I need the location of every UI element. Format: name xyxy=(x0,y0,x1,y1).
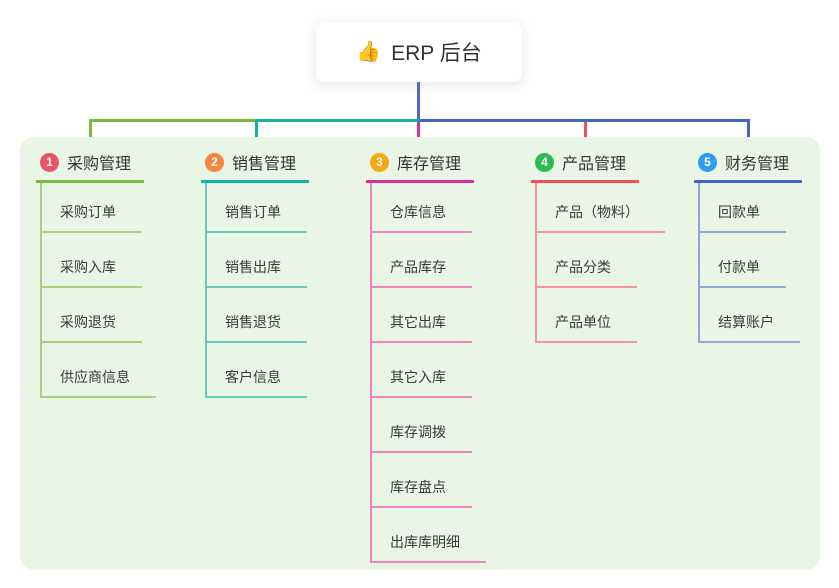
trunk-line xyxy=(417,82,420,121)
child-item[interactable]: 产品分类 xyxy=(537,233,637,288)
branch-3-header[interactable]: 3 库存管理 xyxy=(366,148,474,183)
child-item[interactable]: 产品（物料） xyxy=(537,183,665,233)
child-item[interactable]: 库存盘点 xyxy=(372,453,472,508)
connector-branch-2-v xyxy=(255,119,258,146)
branch-1-header[interactable]: 1 采购管理 xyxy=(36,148,144,183)
root-node[interactable]: 👍 ERP 后台 xyxy=(316,22,522,82)
branch-5-header[interactable]: 5 财务管理 xyxy=(694,148,802,183)
branch-5-children: 回款单 付款单 结算账户 xyxy=(698,183,800,343)
child-item[interactable]: 回款单 xyxy=(700,183,786,233)
branch-2-badge: 2 xyxy=(205,152,224,172)
branch-5: 5 财务管理 回款单 付款单 结算账户 xyxy=(694,148,839,343)
thumbs-up-icon: 👍 xyxy=(356,41,382,63)
branch-1-badge: 1 xyxy=(40,152,59,172)
connector-branch-2-h xyxy=(255,119,419,122)
branch-4-title: 产品管理 xyxy=(562,156,627,173)
child-item[interactable]: 供应商信息 xyxy=(42,343,156,398)
child-item[interactable]: 其它入库 xyxy=(372,343,472,398)
child-item[interactable]: 采购退货 xyxy=(42,288,142,343)
branch-1-children: 采购订单 采购入库 采购退货 供应商信息 xyxy=(40,183,156,398)
child-item[interactable]: 采购订单 xyxy=(42,183,142,233)
child-item[interactable]: 结算账户 xyxy=(700,288,800,343)
child-item[interactable]: 其它出库 xyxy=(372,288,472,343)
connector-branch-4-v xyxy=(584,122,587,146)
branch-4-children: 产品（物料） 产品分类 产品单位 xyxy=(535,183,665,343)
branch-4: 4 产品管理 产品（物料） 产品分类 产品单位 xyxy=(531,148,681,343)
child-item[interactable]: 产品单位 xyxy=(537,288,637,343)
branch-5-badge: 5 xyxy=(698,152,717,172)
child-item[interactable]: 采购入库 xyxy=(42,233,142,288)
connector-branch-1-h xyxy=(89,119,255,122)
connector-branch-5-h xyxy=(419,119,750,122)
child-item[interactable]: 销售退货 xyxy=(207,288,307,343)
child-item[interactable]: 产品库存 xyxy=(372,233,472,288)
branch-1: 1 采购管理 采购订单 采购入库 采购退货 供应商信息 xyxy=(36,148,186,398)
child-item[interactable]: 销售订单 xyxy=(207,183,307,233)
branch-5-title: 财务管理 xyxy=(725,156,790,173)
branch-4-header[interactable]: 4 产品管理 xyxy=(531,148,639,183)
branch-2: 2 销售管理 销售订单 销售出库 销售退货 客户信息 xyxy=(201,148,351,398)
branch-2-title: 销售管理 xyxy=(232,156,297,173)
connector-branch-1-v xyxy=(89,119,92,146)
branch-3-children: 仓库信息 产品库存 其它出库 其它入库 库存调拨 库存盘点 出库库明细 xyxy=(370,183,486,563)
branch-2-header[interactable]: 2 销售管理 xyxy=(201,148,309,183)
connector-branch-5-v xyxy=(747,119,750,146)
connector-branch-3-v xyxy=(417,122,420,146)
child-item[interactable]: 付款单 xyxy=(700,233,786,288)
root-title: ERP 后台 xyxy=(391,42,482,65)
branch-3: 3 库存管理 仓库信息 产品库存 其它出库 其它入库 库存调拨 库存盘点 出库库… xyxy=(366,148,516,563)
child-item[interactable]: 库存调拨 xyxy=(372,398,472,453)
branch-4-badge: 4 xyxy=(535,152,554,172)
child-item[interactable]: 出库库明细 xyxy=(372,508,486,563)
child-item[interactable]: 销售出库 xyxy=(207,233,307,288)
child-item[interactable]: 客户信息 xyxy=(207,343,307,398)
child-item[interactable]: 仓库信息 xyxy=(372,183,472,233)
mindmap-panel xyxy=(20,137,820,570)
branch-1-title: 采购管理 xyxy=(67,156,132,173)
branch-2-children: 销售订单 销售出库 销售退货 客户信息 xyxy=(205,183,307,398)
branch-3-title: 库存管理 xyxy=(397,156,462,173)
branch-3-badge: 3 xyxy=(370,152,389,172)
